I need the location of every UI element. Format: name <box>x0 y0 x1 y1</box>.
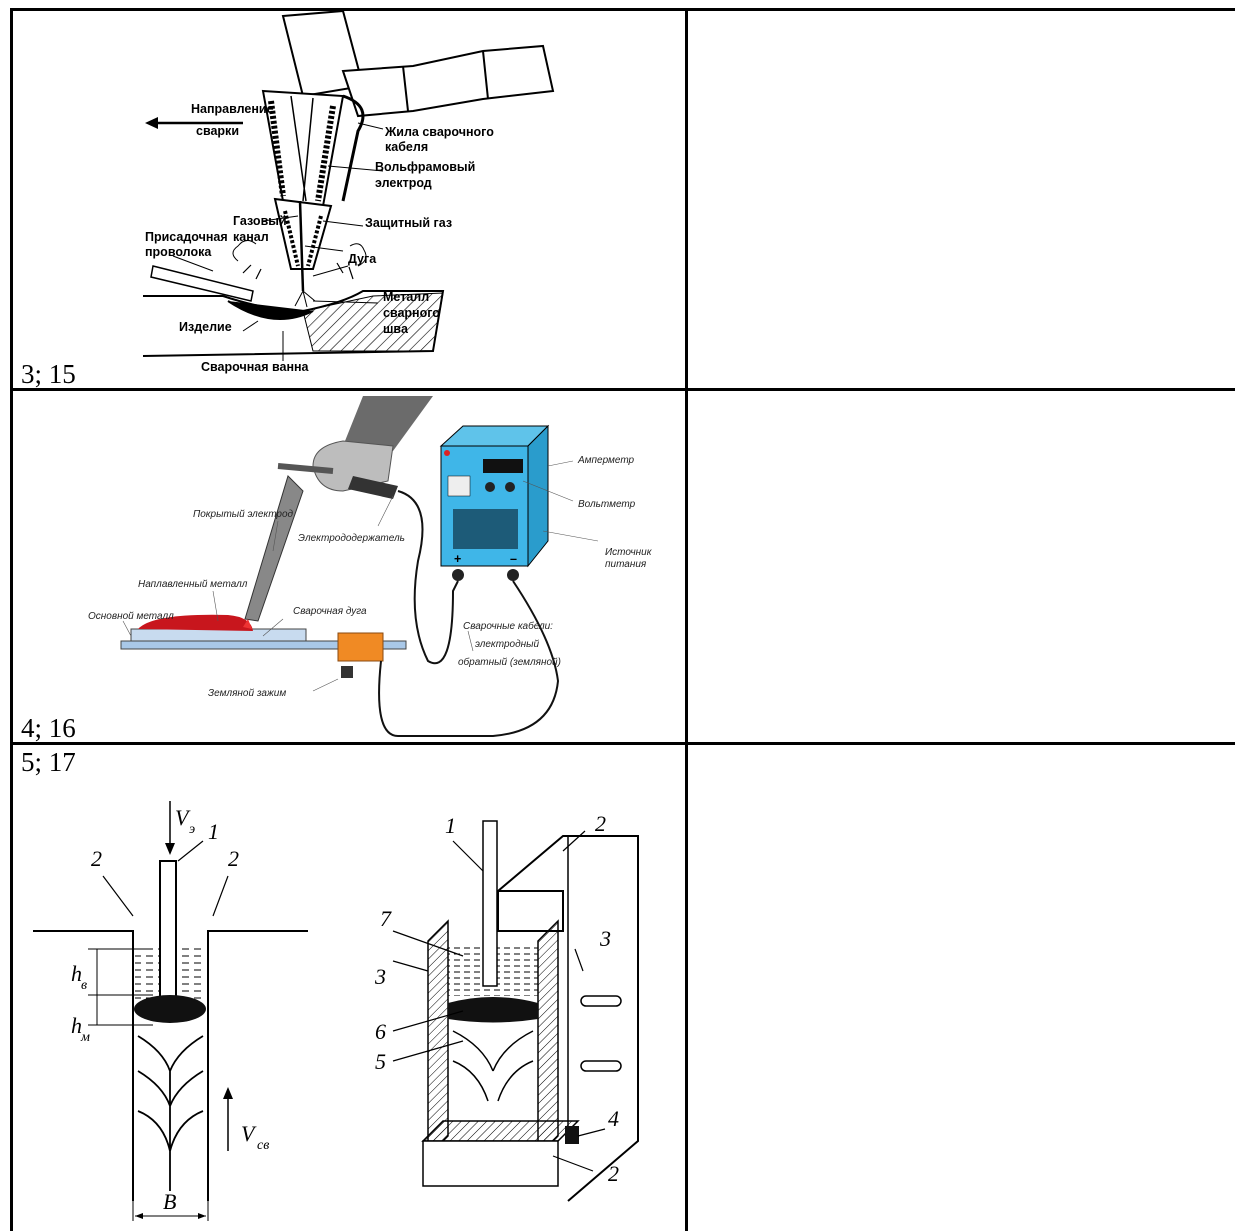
label-r-1: 1 <box>445 813 456 838</box>
label-cables-2: электродный <box>475 639 539 650</box>
row-2-empty-cell <box>688 391 1235 742</box>
label-r-2: 2 <box>595 811 606 836</box>
label-direction-2: сварки <box>196 124 239 138</box>
label-h-v: h <box>71 961 82 986</box>
label-electrode-1: Вольфрамовый <box>375 160 475 174</box>
label-ammeter: Амперметр <box>577 455 635 466</box>
row-3-caption: 5; 17 <box>21 747 76 777</box>
label-weld-metal-1: Металл <box>383 290 429 304</box>
label-r-3a: 3 <box>599 926 611 951</box>
label-plus: + <box>454 552 461 566</box>
label-r-6: 6 <box>375 1019 386 1044</box>
label-holder: Электрододержатель <box>298 533 405 544</box>
row-3-empty-cell <box>688 745 1235 1231</box>
label-num-1: 1 <box>208 819 219 844</box>
electroslag-diagram-left: V э 1 2 2 h в h м V св B <box>33 801 308 1221</box>
label-gas-channel-2: канал <box>233 230 269 244</box>
row-3-image-cell: 5; 17 <box>13 745 685 1231</box>
label-deposited: Наплавленный металл <box>138 579 248 590</box>
label-base-metal: Основной металл <box>88 611 174 622</box>
label-weld-metal-2: сварного <box>383 306 440 320</box>
label-minus: – <box>510 552 517 566</box>
label-filler-1: Присадочная <box>145 230 228 244</box>
row-1-empty-cell <box>688 11 1235 388</box>
row-1-caption: 3; 15 <box>21 359 76 389</box>
label-voltmeter: Вольтметр <box>578 499 636 510</box>
column-divider <box>685 8 688 1231</box>
label-direction-1: Направление <box>191 102 274 116</box>
label-r-3b: 3 <box>374 964 386 989</box>
label-h-m-sub: м <box>80 1030 90 1045</box>
label-cable-1: Жила сварочного <box>384 125 494 139</box>
label-cable-2: кабеля <box>385 140 428 154</box>
label-ground-clamp: Земляной зажим <box>208 688 286 699</box>
figure-table: Направление сварки Жила сварочного кабел… <box>10 8 1235 1231</box>
label-num-2b: 2 <box>228 846 239 871</box>
mma-welding-diagram: Амперметр Вольтметр Источник питания Пок… <box>88 396 653 737</box>
label-workpiece: Изделие <box>179 320 232 334</box>
label-v-sv: V <box>241 1121 257 1146</box>
label-shield-gas: Защитный газ <box>365 216 452 230</box>
label-power-source-1: Источник <box>605 547 653 558</box>
label-weld-metal-3: шва <box>383 322 409 336</box>
label-v-e: V <box>175 805 191 830</box>
row-1-image-cell: Направление сварки Жила сварочного кабел… <box>13 9 685 389</box>
label-coated-electrode: Покрытый электрод <box>193 509 294 520</box>
label-power-source-2: питания <box>605 559 647 570</box>
label-r-4: 4 <box>608 1106 619 1131</box>
label-pool: Сварочная ванна <box>201 360 310 374</box>
label-h-m: h <box>71 1013 82 1038</box>
label-cables-3: обратный (земляной) <box>458 656 561 668</box>
label-cables-1: Сварочные кабели: <box>463 620 553 632</box>
label-num-2a: 2 <box>91 846 102 871</box>
label-r-7: 7 <box>380 906 392 931</box>
table-border-top <box>10 8 1235 11</box>
tig-welding-diagram: Направление сварки Жила сварочного кабел… <box>142 9 555 374</box>
label-h-v-sub: в <box>81 978 87 993</box>
row-divider-1 <box>10 388 1235 391</box>
electroslag-diagram-right: 1 2 3 3 7 6 5 4 2 <box>374 811 639 1202</box>
label-v-sv-sub: св <box>257 1138 269 1153</box>
label-r-5: 5 <box>375 1049 386 1074</box>
label-r-2b: 2 <box>608 1161 619 1186</box>
row-2-image-cell: Амперметр Вольтметр Источник питания Пок… <box>13 391 685 742</box>
row-2-caption: 4; 16 <box>21 713 76 743</box>
label-b: B <box>163 1189 176 1214</box>
label-electrode-2: электрод <box>375 176 432 190</box>
label-gas-channel-1: Газовый <box>233 214 287 228</box>
label-arc: Сварочная дуга <box>293 606 367 617</box>
label-filler-2: проволока <box>145 245 212 259</box>
label-arc: Дуга <box>348 252 377 266</box>
label-v-e-sub: э <box>189 822 195 837</box>
table-border-left <box>10 8 13 1231</box>
row-divider-2 <box>10 742 1235 745</box>
